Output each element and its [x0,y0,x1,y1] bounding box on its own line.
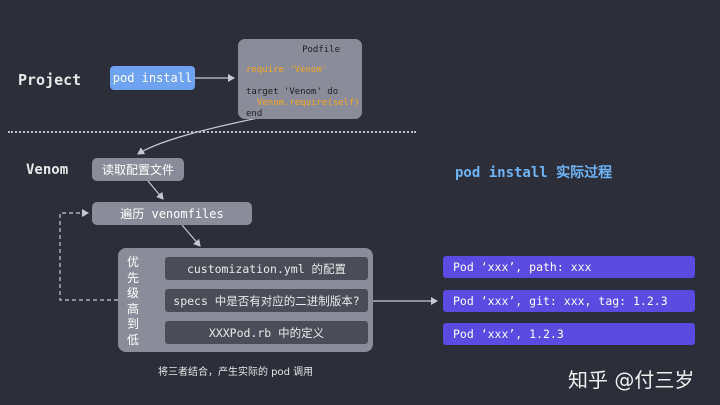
actual-item-git: Pod ‘xxx’, git: xxx, tag: 1.2.3 [443,290,695,312]
podfile-line-4: Venom.require(self) [246,98,360,108]
podfile-line-5: end [246,109,263,119]
source-item-label: customization.yml 的配置 [186,261,347,276]
source-item-label: specs 中是否有对应的二进制版本? [173,293,360,308]
source-item-specs: specs 中是否有对应的二进制版本? [165,289,368,312]
read-config-box: 读取配置文件 [92,158,184,181]
traverse-box: 遍历 venomfiles [92,202,252,225]
arrow-read-config-to-traverse [147,180,164,200]
source-item-label: XXXPod.rb 中的定义 [208,325,325,340]
traverse-label: 遍历 venomfiles [120,207,224,221]
podfile-box: Podfile require 'Venom' target 'Venom' d… [238,39,362,119]
actual-item-path: Pod ‘xxx’, path: xxx [443,256,695,278]
priority-char-3: 级 [126,286,139,300]
read-config-label: 读取配置文件 [101,163,174,177]
merge-caption: 将三者结合，产生实际的 pod 调用 [158,367,314,378]
actual-item-label: Pod ‘xxx’, path: xxx [453,260,592,274]
zhihu-watermark: 知乎 @付三岁 [568,368,695,392]
priority-char-5: 到 [126,317,139,331]
loop-back-dashed [59,209,118,301]
section-divider [8,131,416,133]
priority-char-2: 先 [126,270,139,285]
actual-item-label: Pod ‘xxx’, git: xxx, tag: 1.2.3 [453,294,668,308]
priority-char-1: 优 [126,255,139,269]
actual-item-version: Pod ‘xxx’, 1.2.3 [443,323,695,345]
pod-install-box: pod install [110,66,195,90]
pod-install-label: pod install [112,71,193,85]
priority-char-4: 高 [126,301,139,316]
source-item-customization: customization.yml 的配置 [165,257,368,280]
podfile-line-3: target 'Venom' do [246,87,339,97]
actual-item-label: Pod ‘xxx’, 1.2.3 [453,327,564,341]
priority-char-6: 低 [126,332,139,347]
arrow-traverse-to-merge [181,224,201,247]
actual-title: pod install 实际过程 [455,165,613,181]
podfile-line-1: require 'Venom' [246,65,328,75]
podfile-line-2 [246,76,354,87]
section-label-project: Project [18,71,82,89]
podfile-title: Podfile [302,45,340,55]
priority-label: 优 先 级 高 到 低 [126,255,140,348]
source-item-podrb: XXXPod.rb 中的定义 [165,321,368,344]
section-label-venom: Venom [26,162,69,178]
arrow-podfile-to-read-config [137,117,259,155]
